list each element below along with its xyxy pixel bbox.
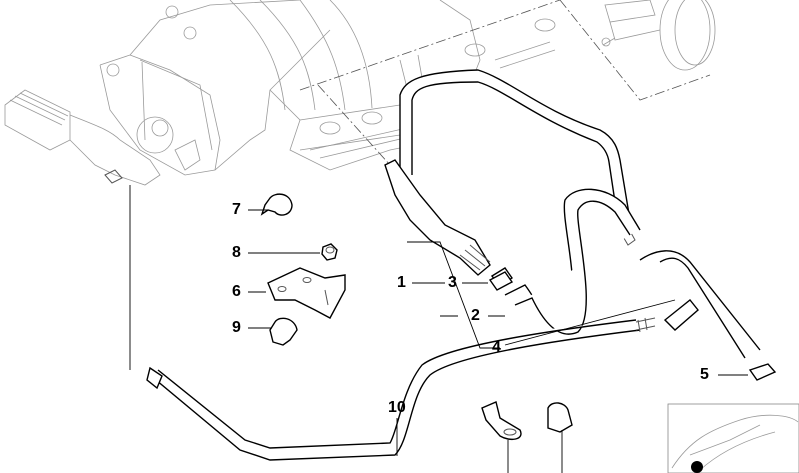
part-3-clamp — [488, 271, 514, 291]
upper-vent-hose — [399, 69, 636, 246]
callout-1: 1 — [397, 274, 406, 291]
part-6-bracket — [267, 267, 346, 319]
brake-booster-drawing — [601, 0, 716, 71]
location-marker — [691, 461, 703, 473]
clip-lower-drawing — [547, 402, 573, 433]
callout-8: 8 — [232, 244, 241, 261]
callout-7: 7 — [232, 201, 241, 218]
part-7-clamp — [260, 193, 293, 216]
callout-leaders — [248, 209, 748, 473]
part-8-nut — [321, 243, 338, 261]
callout-9: 9 — [232, 319, 241, 336]
callout-6: 6 — [232, 283, 241, 300]
callout-3: 3 — [448, 274, 457, 291]
reference-line — [317, 84, 391, 166]
callout-10: 10 — [388, 399, 406, 416]
reference-line — [299, 0, 561, 91]
part-9-clip — [269, 317, 298, 346]
vehicle-location-thumbnail — [667, 403, 799, 473]
right-hose-drawing — [639, 250, 761, 359]
connecting-hose-drawing — [504, 188, 641, 335]
callout-2: 2 — [471, 307, 480, 324]
lower-pipe-drawing — [146, 317, 656, 461]
callout-5: 5 — [700, 366, 709, 383]
throttle-body-drawing — [4, 89, 201, 186]
bracket-lower-drawing — [481, 401, 522, 441]
callout-4: 4 — [492, 339, 501, 356]
reference-line — [559, 0, 711, 101]
intake-manifold-drawing — [99, 0, 556, 176]
part-5-clip — [748, 363, 777, 381]
